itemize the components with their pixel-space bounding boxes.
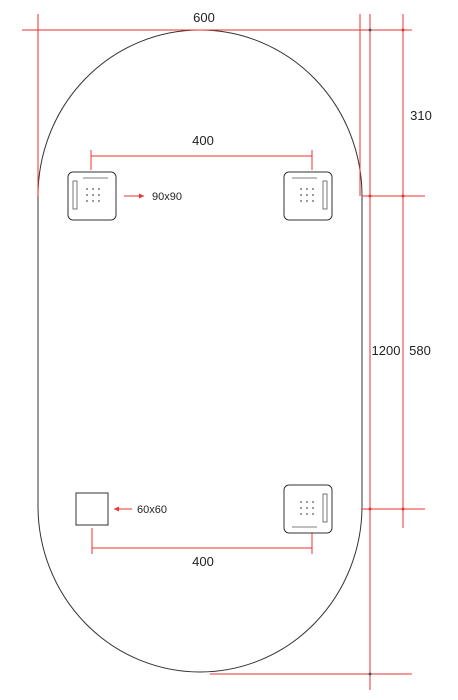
mount-spacing-vertical-label: 580: [409, 343, 431, 358]
large-bracket-callout: 90x90: [124, 191, 182, 203]
bracket-bottom-left-small: [75, 492, 109, 526]
top-offset-label: 310: [410, 108, 432, 123]
large-bracket-label: 90x90: [152, 191, 182, 203]
bracket-bottom-right: [283, 484, 333, 534]
bottom-spacing-dimension: 400: [91, 528, 313, 569]
small-bracket-label: 60x60: [137, 504, 167, 516]
mirror-outline: [37, 29, 363, 673]
bottom-spacing-label: 400: [192, 554, 214, 569]
top-spacing-dimension: 400: [90, 133, 313, 170]
width-label: 600: [193, 10, 215, 25]
right-dimensions: 310 1200 580: [210, 14, 432, 690]
top-spacing-label: 400: [192, 133, 214, 148]
bracket-top-right: [283, 171, 333, 221]
small-bracket-callout: 60x60: [114, 504, 167, 516]
total-length-label: 1200: [372, 343, 401, 358]
width-dimension: 600: [22, 10, 412, 196]
bracket-top-left: [67, 171, 117, 221]
